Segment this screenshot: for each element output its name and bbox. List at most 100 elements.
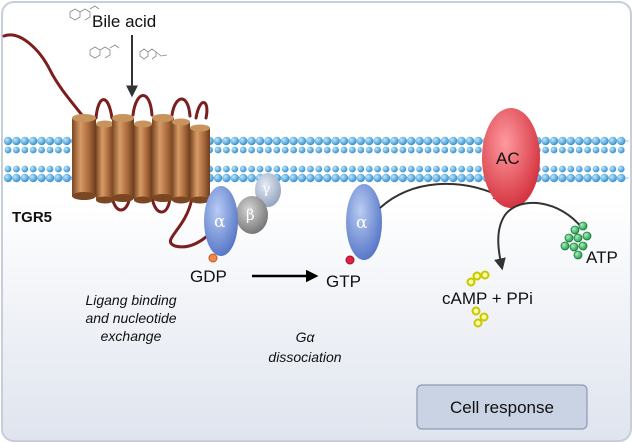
- membrane-lipid-bead: [550, 146, 558, 154]
- membrane-lipid-bead: [391, 146, 398, 154]
- membrane-lipid-bead: [542, 165, 549, 173]
- membrane-lipid-bead: [617, 146, 625, 154]
- membrane-lipid-bead: [222, 173, 231, 183]
- membrane-lipid-bead: [349, 146, 356, 154]
- membrane-lipid-bead: [566, 136, 575, 146]
- membrane-lipid-bead: [248, 146, 256, 154]
- membrane-lipid-bead: [365, 146, 373, 154]
- membrane-lipid-bead: [307, 146, 314, 154]
- membrane-lipid-bead: [247, 136, 256, 146]
- membrane-lipid-bead: [550, 165, 558, 173]
- membrane-lipid-bead: [465, 173, 475, 183]
- membrane-lipid-bead: [248, 165, 256, 173]
- membrane-lipid-bead: [407, 165, 415, 173]
- membrane-lipid-bead: [558, 173, 567, 183]
- membrane-lipid-bead: [29, 173, 38, 183]
- membrane-lipid-bead: [549, 173, 559, 183]
- membrane-lipid-bead: [474, 173, 483, 183]
- helix-3: [112, 114, 134, 202]
- ac-label: AC: [496, 149, 520, 168]
- membrane-lipid-bead: [307, 165, 314, 173]
- membrane-lipid-bead: [230, 173, 239, 183]
- membrane-lipid-bead: [449, 165, 457, 173]
- membrane-lipid-bead: [566, 173, 575, 183]
- cell-response-box: Cell response: [416, 384, 588, 430]
- membrane-lipid-bead: [255, 136, 265, 146]
- tgr5-receptor: [72, 114, 210, 204]
- membrane-lipid-bead: [583, 173, 592, 183]
- alpha-label: α: [214, 212, 226, 232]
- membrane-lipid-bead: [63, 165, 71, 173]
- gdp-label: GDP: [190, 267, 227, 286]
- cell-response-label: Cell response: [450, 398, 554, 417]
- membrane-lipid-bead: [38, 146, 45, 154]
- camp-molecule-icon: [466, 270, 490, 328]
- gtp-dot: [345, 255, 355, 265]
- membrane-lipid-bead: [306, 136, 315, 146]
- g-gamma-subunit: [255, 173, 281, 207]
- membrane-lipid-bead: [449, 146, 457, 154]
- membrane-lipid-bead: [348, 136, 357, 146]
- membrane-lipid-bead: [281, 173, 290, 183]
- membrane-lipid-bead: [398, 173, 407, 183]
- membrane-lipid-bead: [559, 146, 566, 154]
- membrane-lipid-bead: [339, 136, 349, 146]
- membrane-lipid-bead: [281, 165, 289, 173]
- g-alpha-free: α: [345, 184, 382, 265]
- membrane-lipid-bead: [549, 136, 559, 146]
- membrane-lipid-bead: [432, 136, 441, 146]
- step1-caption-line2: and nucleotide: [85, 310, 176, 326]
- membrane-lipid-bead: [424, 165, 432, 173]
- membrane-lipid-bead: [365, 173, 374, 183]
- beta-label: β: [246, 206, 255, 224]
- membrane-lipid-bead: [332, 146, 339, 154]
- membrane-lipid-bead: [374, 165, 381, 173]
- membrane-lipid-bead: [390, 136, 399, 146]
- membrane-lipid-bead: [583, 136, 592, 146]
- bile-acid-label: Bile acid: [92, 12, 156, 31]
- membrane-lipid-bead: [214, 146, 222, 154]
- membrane-lipid-bead: [608, 173, 617, 183]
- membrane-lipid-bead: [601, 165, 608, 173]
- membrane-lipid-bead: [230, 136, 239, 146]
- alpha-free-label: α: [356, 213, 368, 233]
- membrane-lipid-bead: [415, 136, 424, 146]
- membrane-lipid-bead: [349, 165, 356, 173]
- helix-1: [72, 114, 96, 200]
- membrane-lipid-bead: [265, 146, 272, 154]
- membrane-lipid-bead: [331, 173, 340, 183]
- membrane-lipid-bead: [356, 136, 365, 146]
- membrane-lipid-bead: [231, 165, 239, 173]
- membrane-lipid-bead: [339, 173, 349, 183]
- membrane-lipid-bead: [356, 173, 365, 183]
- membrane-lipid-bead: [381, 173, 391, 183]
- membrane-lipid-bead: [315, 165, 323, 173]
- membrane-lipid-bead: [54, 136, 63, 146]
- membrane-lipid-bead: [297, 173, 307, 183]
- membrane-lipid-bead: [441, 165, 449, 173]
- camp-ppi-label: cAMP + PPi: [442, 289, 533, 308]
- membrane-lipid-bead: [306, 173, 315, 183]
- membrane-lipid-bead: [567, 165, 575, 173]
- membrane-lipid-bead: [54, 173, 63, 183]
- membrane-lipid-bead: [256, 165, 264, 173]
- membrane-lipid-bead: [37, 173, 46, 183]
- conversion-arrow: [494, 202, 583, 271]
- membrane-lipid-bead: [541, 136, 550, 146]
- membrane-lipid-bead: [297, 136, 307, 146]
- membrane-lipid-bead: [290, 146, 297, 154]
- membrane-lipid-bead: [213, 173, 223, 183]
- membrane-lipid-bead: [365, 165, 373, 173]
- membrane-lipid-bead: [575, 136, 584, 146]
- membrane-lipid-bead: [475, 146, 482, 154]
- membrane-lipid-bead: [608, 136, 617, 146]
- step1-caption-line3: exchange: [101, 328, 162, 344]
- membrane-lipid-bead: [213, 136, 223, 146]
- membrane-lipid-bead: [601, 146, 608, 154]
- membrane-lipid-bead: [399, 165, 407, 173]
- gtp-label: GTP: [326, 272, 361, 291]
- membrane-lipid-bead: [558, 136, 567, 146]
- helix-2: [96, 120, 114, 204]
- membrane-lipid-bead: [541, 173, 550, 183]
